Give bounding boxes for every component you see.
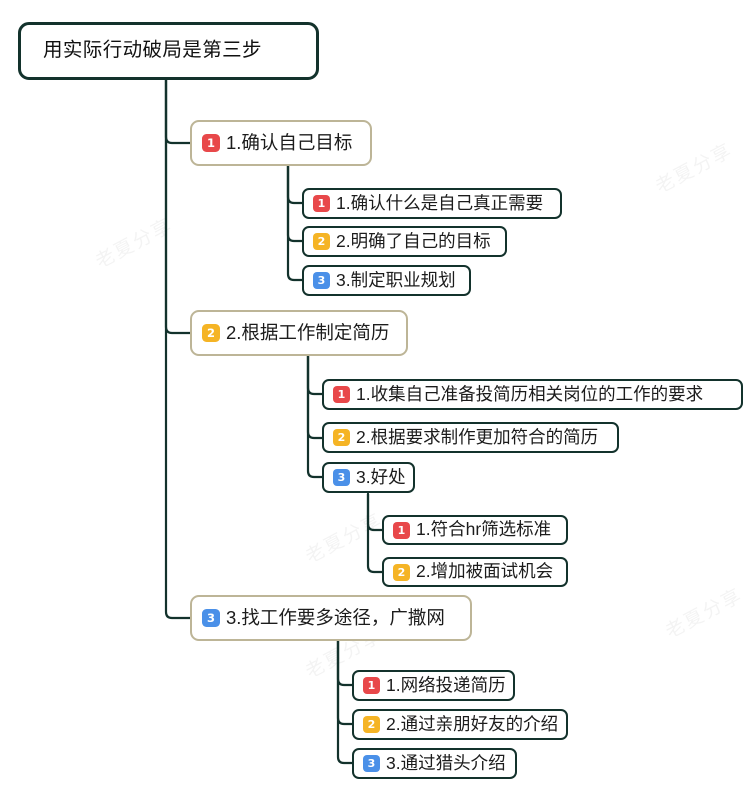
link-b1-c3 <box>286 164 304 282</box>
badge-icon-1: 1 <box>313 195 330 212</box>
child-node-1-1[interactable]: 1 1.确认什么是自己真正需要 <box>302 188 562 219</box>
branch-node-1[interactable]: 1 1.确认自己目标 <box>190 120 372 166</box>
link-root-to-branch-2 <box>164 78 192 335</box>
child-node-2-3[interactable]: 3 3.好处 <box>322 462 415 493</box>
link-root-to-branch-3 <box>164 78 192 620</box>
child-node-2-2-label: 2.根据要求制作更加符合的简历 <box>356 426 599 447</box>
child-node-3-3-label: 3.通过猎头介绍 <box>386 752 506 773</box>
grandchild-node-2-3-2[interactable]: 2 2.增加被面试机会 <box>382 557 568 587</box>
link-b2-c1 <box>306 354 324 396</box>
child-node-2-2[interactable]: 2 2.根据要求制作更加符合的简历 <box>322 422 619 453</box>
grandchild-node-2-3-2-label: 2.增加被面试机会 <box>416 561 554 582</box>
badge-icon-1: 1 <box>202 134 220 152</box>
badge-icon-1: 1 <box>393 521 410 539</box>
child-node-3-1-label: 1.网络投递简历 <box>386 674 506 695</box>
link-b1-c2 <box>286 164 304 243</box>
badge-icon-3: 3 <box>313 272 330 289</box>
link-root-to-branch-1 <box>164 78 192 145</box>
branch-node-3[interactable]: 3 3.找工作要多途径，广撒网 <box>190 595 472 641</box>
child-node-3-3[interactable]: 3 3.通过猎头介绍 <box>352 748 517 779</box>
child-node-2-1[interactable]: 1 1.收集自己准备投简历相关岗位的工作的要求 <box>322 379 743 410</box>
root-node[interactable]: 用实际行动破局是第三步 <box>18 22 319 80</box>
branch-node-3-label: 3.找工作要多途径，广撒网 <box>226 606 445 628</box>
badge-icon-2: 2 <box>202 324 220 342</box>
badge-icon-1: 1 <box>363 677 380 694</box>
badge-icon-3: 3 <box>333 469 350 486</box>
grandchild-node-2-3-1-label: 1.符合hr筛选标准 <box>416 519 552 540</box>
link-b2-c3 <box>306 354 324 479</box>
watermark-text: 老夏分享 <box>660 581 747 644</box>
child-node-3-2-label: 2.通过亲朋好友的介绍 <box>386 713 559 734</box>
link-b2-c2 <box>306 354 324 440</box>
child-node-2-3-label: 3.好处 <box>356 466 406 487</box>
child-node-3-2[interactable]: 2 2.通过亲朋好友的介绍 <box>352 709 568 740</box>
badge-icon-3: 3 <box>202 609 220 627</box>
link-b1-c1 <box>286 164 304 205</box>
child-node-2-1-label: 1.收集自己准备投简历相关岗位的工作的要求 <box>356 383 704 404</box>
child-node-1-3-label: 3.制定职业规划 <box>336 269 456 290</box>
child-node-1-3[interactable]: 3 3.制定职业规划 <box>302 265 471 296</box>
branch-node-2[interactable]: 2 2.根据工作制定简历 <box>190 310 408 356</box>
watermark-text: 老夏分享 <box>300 506 387 569</box>
badge-icon-3: 3 <box>363 755 380 772</box>
child-node-1-2-label: 2.明确了自己的目标 <box>336 230 491 251</box>
child-node-1-1-label: 1.确认什么是自己真正需要 <box>336 192 544 213</box>
badge-icon-2: 2 <box>313 233 330 250</box>
branch-node-1-label: 1.确认自己目标 <box>226 131 353 153</box>
grandchild-node-2-3-1[interactable]: 1 1.符合hr筛选标准 <box>382 515 568 545</box>
badge-icon-2: 2 <box>393 563 410 581</box>
child-node-3-1[interactable]: 1 1.网络投递简历 <box>352 670 515 701</box>
branch-node-2-label: 2.根据工作制定简历 <box>226 321 390 343</box>
badge-icon-2: 2 <box>333 429 350 446</box>
badge-icon-2: 2 <box>363 716 380 733</box>
watermark-text: 老夏分享 <box>650 136 737 199</box>
root-node-label: 用实际行动破局是第三步 <box>43 39 262 62</box>
child-node-1-2[interactable]: 2 2.明确了自己的目标 <box>302 226 507 257</box>
watermark-text: 老夏分享 <box>90 211 177 274</box>
badge-icon-1: 1 <box>333 386 350 403</box>
